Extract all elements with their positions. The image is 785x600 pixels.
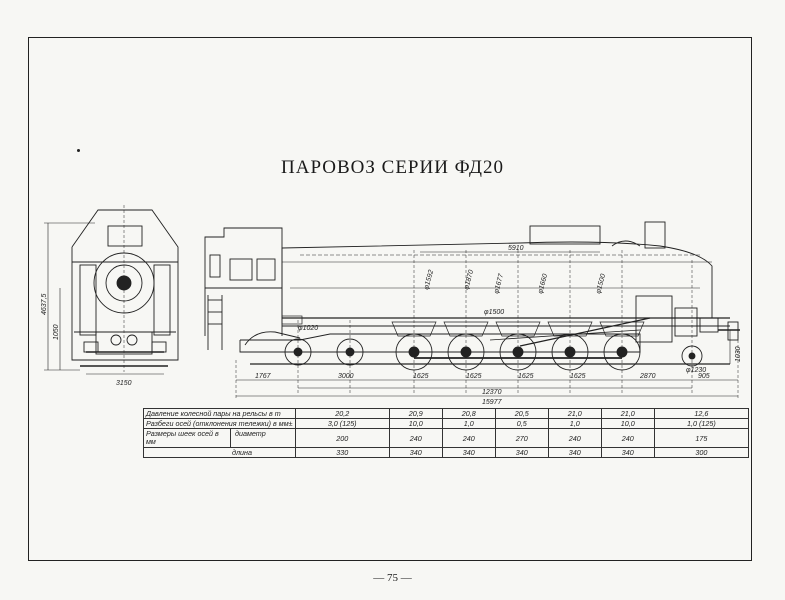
journal-row-label: длина [143, 447, 296, 458]
cell: 200 [294, 428, 390, 448]
dimension-lines [236, 251, 738, 397]
table-row: Разбеги осей (отклонения тележки) в мм± … [143, 418, 750, 429]
center-lines [235, 250, 739, 400]
front-height-axis: 1050 [53, 324, 60, 340]
cell: 240 [547, 428, 602, 448]
cell: 1,0 [547, 418, 602, 429]
page-number: — 75 — [373, 572, 412, 584]
dim-overall: 15977 [482, 399, 503, 406]
label-5: φ1660 [537, 273, 549, 294]
page-title: ПАРОВОЗ СЕРИИ ФД20 [281, 157, 504, 178]
cell: 340 [441, 447, 496, 458]
cell: 10,0 [600, 418, 655, 429]
cell: 340 [600, 447, 655, 458]
dim-h-6: 2870 [639, 373, 656, 380]
cell: 3,0 (125) [294, 418, 390, 429]
cell: 21,0 [600, 408, 655, 419]
drawing-frame [28, 37, 752, 561]
row-label: Разбеги осей (отклонения тележки) в мм± [143, 418, 296, 429]
spec-table: Давление колесной пары на рельсы в т 20,… [143, 408, 750, 458]
label-7: φ1230 [686, 367, 706, 374]
cell: 300 [653, 447, 750, 458]
row-label: Давление колесной пары на рельсы в т [143, 408, 296, 419]
cell: 1,0 (125) [653, 418, 750, 429]
cell: 240 [388, 428, 443, 448]
dim-h-2: 1625 [413, 373, 429, 380]
cell: 20,5 [494, 408, 549, 419]
label-6: φ1500 [595, 273, 607, 294]
cell: 10,0 [388, 418, 443, 429]
cell: 240 [600, 428, 655, 448]
cell: 330 [294, 447, 390, 458]
label-3: φ1870 [463, 269, 475, 290]
cell: 340 [547, 447, 602, 458]
journal-group-label: Размеры шеек осей в мм [144, 429, 231, 447]
front-width: 3150 [116, 380, 132, 387]
dim-h-1: 3000 [338, 373, 354, 380]
label-4: φ1677 [493, 272, 505, 294]
journal-group: Размеры шеек осей в мм диаметр [143, 428, 296, 448]
cell: 20,2 [294, 408, 390, 419]
table-row: длина 330 340 340 340 340 340 300 [143, 447, 750, 458]
table-row: Давление колесной пары на рельсы в т 20,… [143, 408, 750, 419]
cell: 0,5 [494, 418, 549, 429]
dim-wheelbase: 12370 [482, 389, 502, 396]
table-row: Размеры шеек осей в мм диаметр 200 240 2… [143, 428, 750, 448]
label-0: φ1020 [298, 325, 318, 332]
front-height-total: 4637,5 [41, 293, 48, 315]
cell: 1,0 [441, 418, 496, 429]
cell: 20,9 [388, 408, 443, 419]
dim-h-4: 1625 [518, 373, 534, 380]
dim-right-height: 1030 [735, 346, 742, 362]
side-view [204, 221, 740, 365]
dim-boiler-length: 5910 [508, 245, 524, 252]
dim-h-5: 1625 [570, 373, 586, 380]
journal-row-label: диаметр [235, 429, 266, 438]
label-1: φ1500 [484, 309, 504, 316]
ink-dot [77, 149, 80, 152]
dim-h-3: 1625 [466, 373, 482, 380]
front-view [44, 205, 179, 375]
label-2: φ1592 [423, 269, 435, 290]
cell: 240 [441, 428, 496, 448]
cell: 21,0 [547, 408, 602, 419]
cell: 175 [653, 428, 750, 448]
cell: 270 [494, 428, 549, 448]
cell: 20,8 [441, 408, 496, 419]
cell: 12,6 [653, 408, 750, 419]
suspension [281, 315, 645, 337]
cell: 340 [388, 447, 443, 458]
dim-h-7: 905 [698, 373, 710, 380]
cell: 340 [494, 447, 549, 458]
dim-h-0: 1767 [255, 373, 272, 380]
